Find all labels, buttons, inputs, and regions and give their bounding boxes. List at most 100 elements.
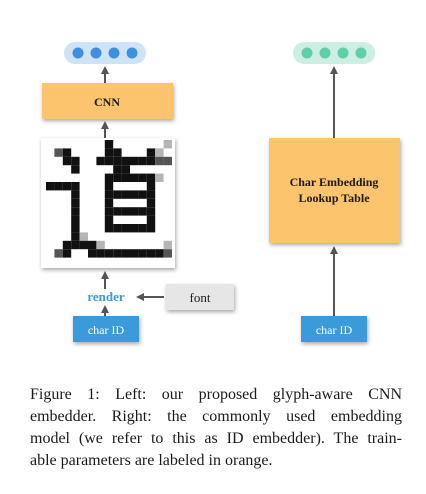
glyph-pixel [62,240,72,250]
glyph-pixel [104,224,114,233]
glyph-pixel [146,198,156,208]
right-char-id-block: char ID [301,316,367,342]
glyph-pixel [146,207,156,216]
right-output-dot-1 [301,47,313,59]
caption-line-3: model (we refer to this as ID embedder).… [30,430,402,447]
glyph-pixel [104,207,114,216]
caption-line-4: able parameters are labeled in orange. [30,452,273,469]
glyph-pixel [88,249,97,258]
lookup-table-block: Char Embedding Lookup Table [269,138,400,243]
glyph-pixel [163,240,172,250]
lookup-table-line2: Lookup Table [298,191,370,205]
glyph-pixel [146,249,156,258]
glyph-pixel [121,165,130,174]
glyph-pixel [62,182,72,191]
cnn-block: CNN [42,83,173,119]
glyph-pixel [71,156,80,166]
glyph-pixel [163,140,172,149]
right-output-dot-2 [319,47,331,59]
glyph-pixel-grid [46,140,172,258]
left-output-embedding [64,42,146,64]
glyph-pixel [104,148,114,157]
glyph-pixel [130,190,139,199]
glyph-pixel [71,190,80,199]
glyph-pixel [113,148,122,157]
glyph-pixel [121,173,130,182]
glyph-pixel [138,190,147,199]
glyph-pixel [79,232,88,241]
glyph-pixel [104,156,114,166]
glyph-pixel [79,240,88,250]
glyph-pixel [104,182,114,191]
right-output-dots [301,47,367,59]
glyph-pixel [121,224,130,233]
glyph-pixel [138,224,147,233]
left-char-id-block: char ID [73,316,139,342]
glyph-pixel [71,165,80,174]
glyph-pixel [130,173,139,182]
glyph-pixel [138,249,147,258]
glyph-pixel [71,198,80,208]
font-label: font [190,290,211,305]
glyph-pixel [155,173,164,182]
glyph-pixel [113,207,122,216]
glyph-pixel [54,249,63,258]
left-output-dot-4 [126,47,138,59]
right-char-id-label: char ID [316,323,353,337]
glyph-pixel [121,156,130,166]
glyph-pixel [121,190,130,199]
left-output-dot-2 [90,47,102,59]
glyph-pixel [138,207,147,216]
glyph-pixel [62,156,72,166]
glyph-pixel [71,232,80,241]
glyph-pixel [62,249,72,258]
glyph-pixel [54,148,63,157]
glyph-pixel [155,249,164,258]
right-output-dot-4 [355,47,367,59]
glyph-pixel [163,156,172,166]
glyph-pixel [130,207,139,216]
glyph-pixel [62,148,72,157]
glyph-pixel [138,173,147,182]
glyph-pixel [130,249,139,258]
glyph-pixel [130,224,139,233]
left-output-dot-1 [72,47,84,59]
glyph-pixel [71,240,80,250]
glyph-pixel [104,249,114,258]
glyph-pixel [113,190,122,199]
glyph-pixel [121,249,130,258]
glyph-pixel [104,140,114,149]
glyph-pixel [121,207,130,216]
glyph-pixel [71,207,80,216]
glyph-pixel [54,182,63,191]
figure-caption: Figure 1: Left: our proposed glyph-aware… [30,384,402,472]
left-output-dot-3 [108,47,120,59]
glyph-pixel [71,182,80,191]
glyph-pixel [46,182,55,191]
glyph-pixel [113,165,122,174]
glyph-pixel [71,215,80,224]
glyph-pixel [96,156,105,166]
glyph-pixel [155,148,164,157]
caption-line-1: Figure 1: Left: our proposed glyph-aware… [30,386,402,403]
glyph-pixel [104,198,114,208]
right-output-embedding [293,42,375,64]
glyph-pixel [146,182,156,191]
left-output-dots [72,47,138,59]
cnn-label: CNN [94,95,120,109]
glyph-pixel [113,156,122,166]
glyph-pixel [146,190,156,199]
lookup-table-line1: Char Embedding [290,175,379,189]
glyph-image [41,138,175,268]
glyph-pixel [88,240,97,250]
glyph-pixel [146,215,156,224]
glyph-pixel [104,215,114,224]
glyph-pixel [146,224,156,233]
glyph-pixel [163,249,172,258]
glyph-pixel [104,190,114,199]
font-block: font [166,284,234,310]
glyph-pixel [155,156,164,166]
glyph-pixel [146,148,156,157]
right-output-dot-3 [337,47,349,59]
